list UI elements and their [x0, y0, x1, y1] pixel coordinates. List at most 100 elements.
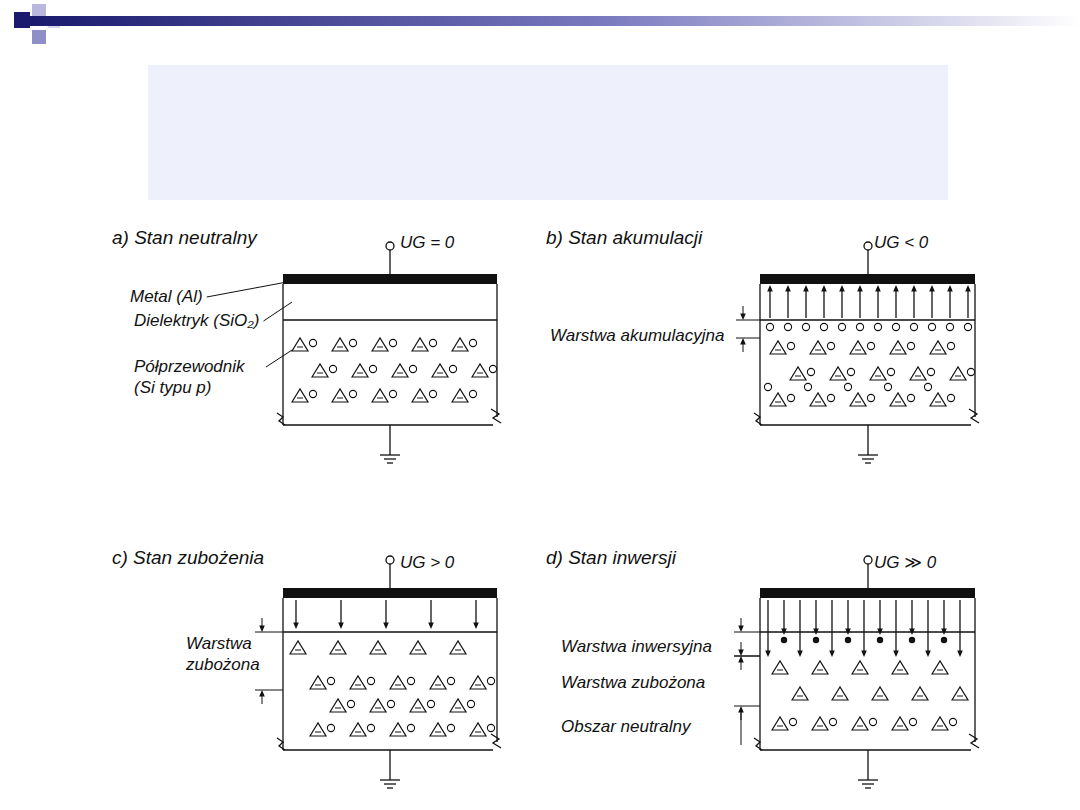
hole: [910, 323, 917, 330]
field-line: [831, 600, 832, 654]
break-mark: [754, 738, 762, 750]
field-line: [863, 600, 864, 654]
oxide-interface: [283, 631, 497, 633]
arrow-head: [738, 656, 744, 662]
acceptor-ion: [832, 687, 848, 700]
hole: [367, 724, 374, 731]
ground-symbol: [384, 783, 396, 784]
ion-sign: [377, 398, 383, 399]
acceptor-ion: [852, 661, 868, 674]
break-mark: [277, 413, 285, 425]
field-line: [841, 288, 842, 318]
metal-gate: [283, 274, 497, 284]
dimension-bracket: [734, 618, 760, 670]
acceptor-ion: [770, 393, 786, 406]
ion-sign: [337, 398, 343, 399]
break-mark: [754, 413, 762, 425]
ion-sign: [875, 376, 881, 377]
hole: [329, 365, 336, 372]
acceptor-ion: [310, 676, 326, 689]
gate-wire: [867, 250, 868, 274]
field-line: [295, 600, 296, 624]
ion-sign: [815, 402, 821, 403]
dimension-tick: [736, 320, 760, 321]
ion-sign: [795, 376, 801, 377]
arrow-head: [941, 629, 947, 635]
title-box: [148, 65, 948, 200]
acceptor-ion: [772, 717, 788, 730]
field-line: [859, 288, 860, 318]
acceptor-ion: [450, 641, 466, 654]
gate-wire: [867, 564, 868, 588]
arrow-head: [785, 285, 791, 291]
field-line: [787, 288, 788, 318]
mos-structure: [277, 556, 501, 788]
acceptor-ion: [890, 341, 906, 354]
hole: [487, 724, 494, 731]
ion-sign: [777, 726, 783, 727]
hole: [309, 390, 316, 397]
ground-symbol: [384, 458, 396, 459]
hole: [409, 365, 416, 372]
hole: [787, 394, 794, 401]
hole: [447, 724, 454, 731]
arrow-head: [875, 285, 881, 291]
field-line: [847, 600, 848, 632]
ion-sign: [855, 350, 861, 351]
part-label: Dielektryk (SiO₂): [134, 310, 260, 331]
acceptor-ion: [292, 338, 308, 351]
acceptor-ion: [810, 393, 826, 406]
ion-sign: [457, 398, 463, 399]
ion-sign: [297, 398, 303, 399]
acceptor-ion: [332, 389, 348, 402]
dimension-bracket: [736, 306, 760, 352]
electron: [845, 637, 851, 643]
ground-symbol: [380, 779, 400, 780]
bottom-edge: [760, 424, 971, 425]
acceptor-ion: [910, 367, 926, 380]
hole: [467, 700, 474, 707]
ion-sign: [357, 373, 363, 374]
acceptor-ion: [350, 676, 366, 689]
ion-sign: [935, 402, 941, 403]
acceptor-ion: [770, 341, 786, 354]
ion-sign: [475, 685, 481, 686]
metal-gate: [283, 588, 497, 598]
acceptor-ion: [412, 389, 428, 402]
ion-sign: [895, 350, 901, 351]
hole: [389, 390, 396, 397]
dimension-bracket: [740, 710, 741, 745]
title-bar: [30, 16, 1080, 26]
ground-wire: [867, 750, 868, 780]
dimension-tick: [255, 690, 283, 691]
acceptor-ion: [410, 699, 426, 712]
acceptor-ion: [450, 699, 466, 712]
hole: [869, 718, 876, 725]
ion-sign: [937, 670, 943, 671]
ion-sign: [775, 402, 781, 403]
ground-symbol: [387, 787, 393, 788]
dimension-bracket: [255, 618, 283, 704]
ground-wire: [867, 425, 868, 455]
ion-sign: [775, 350, 781, 351]
arrow-head: [925, 651, 931, 657]
hole: [949, 718, 956, 725]
acceptor-ion: [930, 341, 946, 354]
deco-square: [14, 12, 30, 28]
acceptor-ion: [852, 717, 868, 730]
hole: [489, 365, 496, 372]
ion-sign: [337, 347, 343, 348]
arrow-head: [738, 650, 744, 656]
hole: [807, 368, 814, 375]
ion-sign: [915, 376, 921, 377]
bottom-edge: [760, 749, 971, 750]
arrow-head: [893, 285, 899, 291]
gate-terminal: [864, 242, 872, 250]
acceptor-ion: [790, 367, 806, 380]
arrow-head: [821, 285, 827, 291]
ion-sign: [455, 708, 461, 709]
acceptor-ion: [430, 723, 446, 736]
dimension-line: [741, 710, 742, 745]
field-line: [927, 600, 928, 654]
